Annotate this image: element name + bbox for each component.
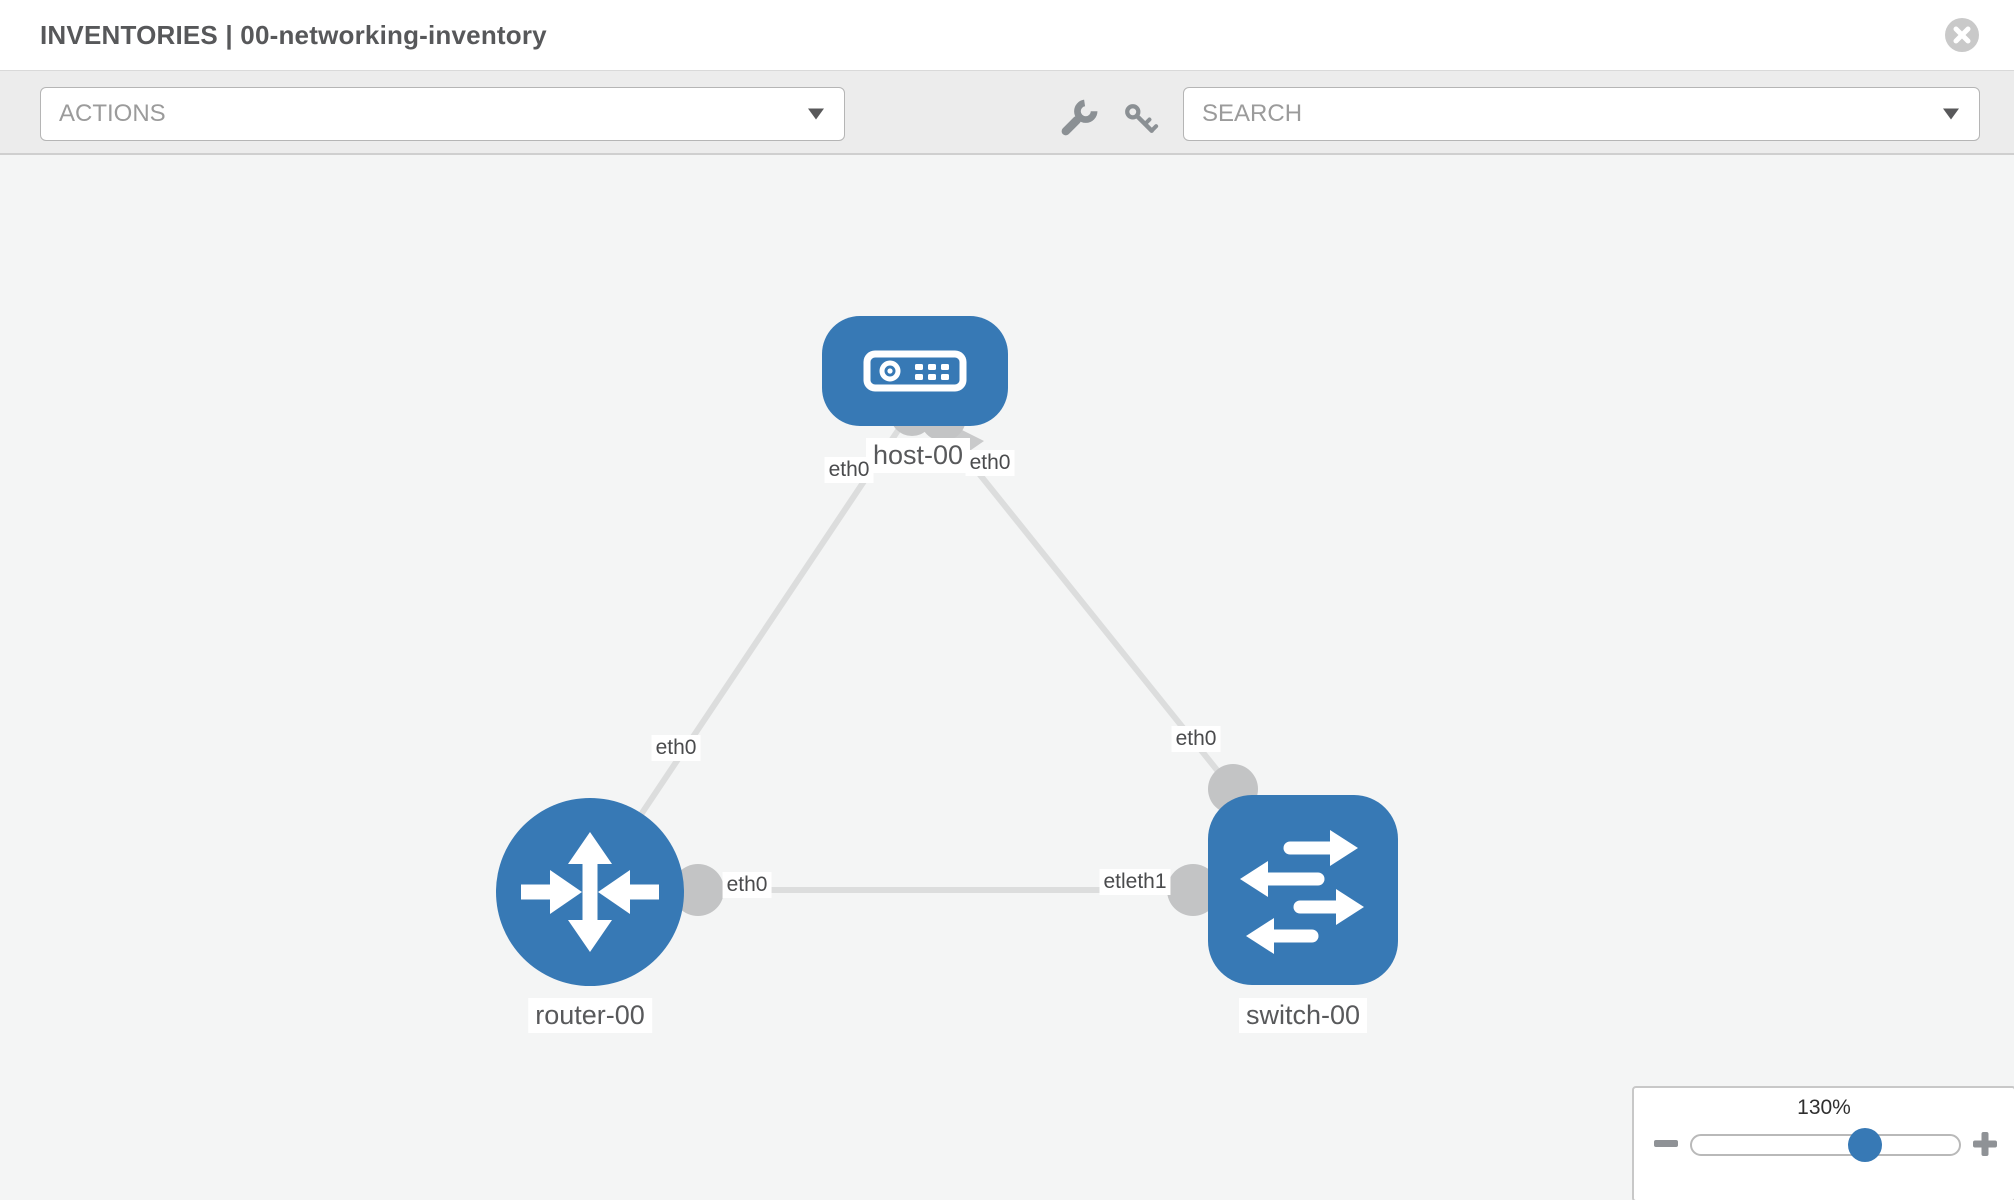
credentials-button[interactable] xyxy=(1120,99,1160,139)
zoom-slider-knob[interactable] xyxy=(1848,1128,1882,1162)
zoom-level-value: 130% xyxy=(1797,1096,1851,1119)
configure-button[interactable] xyxy=(1058,99,1098,139)
zoom-slider-track[interactable] xyxy=(1690,1128,1961,1162)
zoom-out-button[interactable] xyxy=(1652,1136,1680,1155)
interface-label-router-port: eth0 xyxy=(722,872,772,898)
zoom-in-button[interactable] xyxy=(1971,1130,1999,1163)
actions-dropdown[interactable]: ACTIONS xyxy=(40,87,845,141)
node-host-00[interactable] xyxy=(822,316,1008,426)
toolbar: ACTIONS SEARCH xyxy=(0,71,2014,155)
interface-label-switch-port: etleth1 xyxy=(1099,869,1171,895)
chevron-down-icon xyxy=(808,108,824,120)
interface-label-host-left: eth0 xyxy=(824,457,874,483)
interface-label-host-right: eth0 xyxy=(965,450,1015,476)
node-label-router: router-00 xyxy=(528,998,652,1033)
chevron-down-icon xyxy=(1943,108,1959,120)
node-label-switch: switch-00 xyxy=(1238,998,1368,1033)
search-dropdown-label: SEARCH xyxy=(1202,100,1303,127)
switch-icon xyxy=(1240,830,1364,954)
search-dropdown[interactable]: SEARCH xyxy=(1183,87,1980,141)
node-label-host: host-00 xyxy=(865,438,971,473)
switch-port-left[interactable] xyxy=(1167,864,1219,916)
router-port[interactable] xyxy=(672,864,724,916)
router-icon xyxy=(521,832,659,952)
key-icon xyxy=(1125,104,1159,133)
interface-label-router-link: eth0 xyxy=(651,735,701,761)
header: INVENTORIES | 00-networking-inventory xyxy=(0,0,2014,71)
close-button[interactable] xyxy=(1945,18,1979,52)
host-icon xyxy=(863,350,967,392)
plus-icon xyxy=(1973,1132,1997,1156)
interface-label-switch-link: eth0 xyxy=(1171,726,1221,752)
zoom-control-panel: 130% xyxy=(1632,1086,2014,1200)
actions-dropdown-label: ACTIONS xyxy=(59,100,166,127)
page-title: INVENTORIES | 00-networking-inventory xyxy=(40,20,547,50)
node-router-00[interactable] xyxy=(496,798,684,986)
wrench-icon xyxy=(1061,99,1098,136)
minus-icon xyxy=(1654,1140,1678,1147)
close-icon xyxy=(1953,26,1971,44)
node-switch-00[interactable] xyxy=(1208,795,1398,985)
